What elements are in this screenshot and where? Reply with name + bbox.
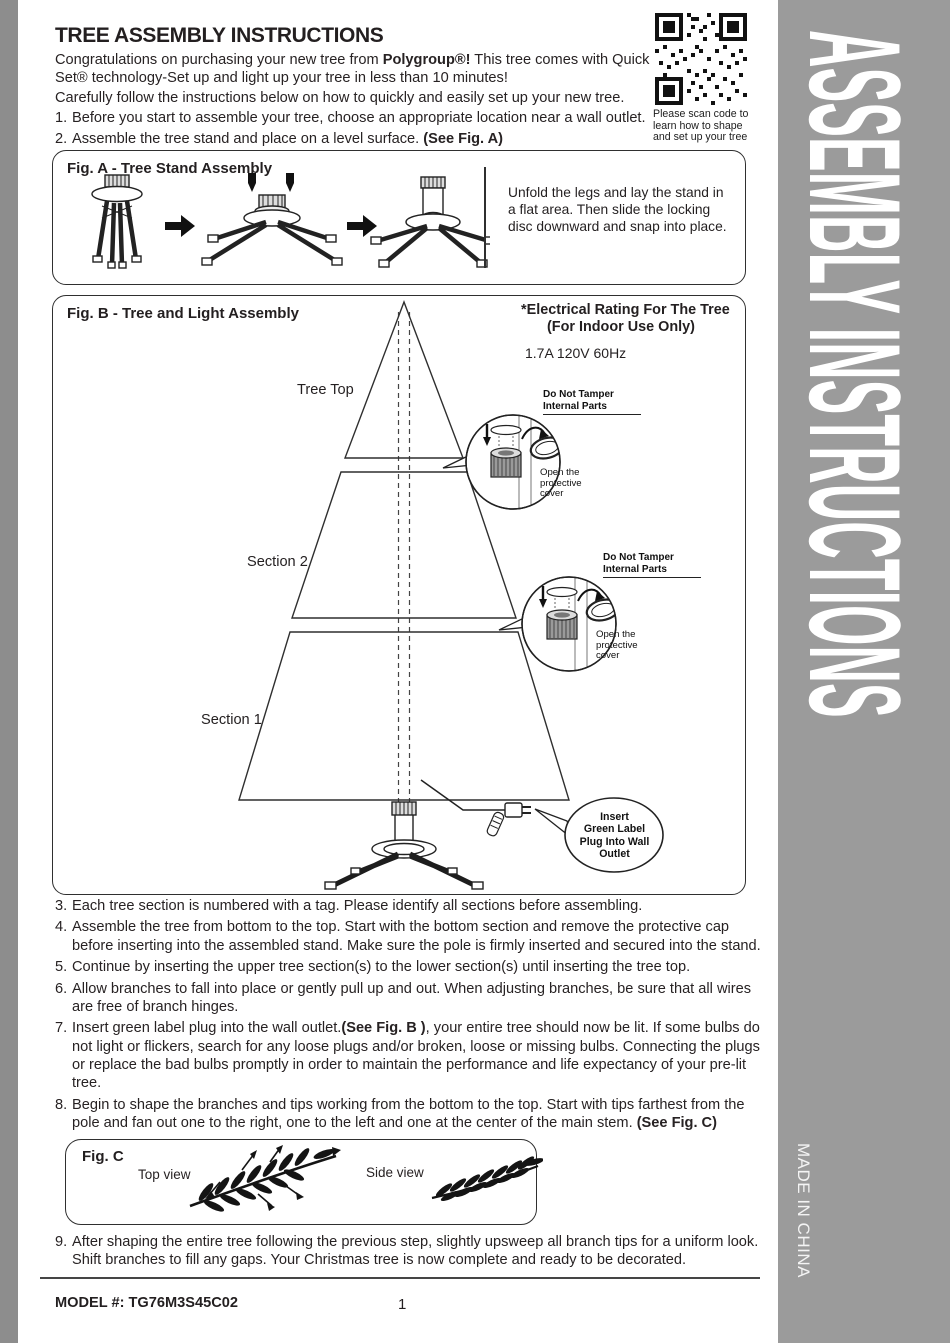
plug-callout-line: Green Label	[583, 823, 646, 836]
section-1-label: Section 1	[201, 712, 262, 728]
step-number: 2.	[55, 131, 68, 148]
tamper-line1: Do Not Tamper	[603, 552, 674, 563]
step-text: Continue by inserting the upper tree sec…	[72, 959, 691, 976]
step-text: Begin to shape the branches and tips wor…	[72, 1096, 745, 1132]
tree-and-light-assembly-diagram	[238, 300, 664, 890]
step-number: 8.	[55, 1096, 68, 1113]
plug-callout-label: Insert Green Label Plug Into Wall Outlet	[568, 811, 661, 860]
step-item-6: 6.Allow branches to fall into place or g…	[55, 980, 763, 1017]
branch-top-view-illustration	[189, 1144, 341, 1212]
step-text: Allow branches to fall into place or gen…	[72, 980, 752, 1015]
step-text: Insert green label plug into the wall ou…	[72, 1020, 760, 1092]
step-number: 4.	[55, 919, 68, 936]
step-item-3: 3.Each tree section is numbered with a t…	[55, 897, 763, 915]
fig-a-box: Fig. A - Tree Stand Assembly	[52, 150, 746, 285]
step-number: 6.	[55, 980, 68, 997]
tamper-line2: Internal Parts	[603, 563, 667, 575]
fig-a-description: Unfold the legs and lay the stand in a f…	[508, 185, 727, 235]
steps-list-top: 1.Before you start to assemble your tree…	[55, 109, 755, 152]
right-sidebar	[778, 0, 950, 1343]
step-text: Assemble the tree stand and place on a l…	[72, 131, 504, 148]
tamper-line1: Do Not Tamper	[543, 389, 614, 400]
step-text: Assemble the tree from bottom to the top…	[72, 919, 761, 954]
fig-b-title: Fig. B - Tree and Light Assembly	[67, 305, 299, 322]
do-not-tamper-label-1: Do Not Tamper Internal Parts	[543, 389, 641, 415]
qr-caption: Please scan code to learn how to shape a…	[653, 108, 749, 144]
tree-top-label: Tree Top	[297, 382, 354, 398]
steps-list-main: 3.Each tree section is numbered with a t…	[55, 897, 763, 1272]
step-text: Each tree section is numbered with a tag…	[72, 898, 643, 914]
step-text: Before you start to assemble your tree, …	[72, 110, 646, 126]
fig-c-title: Fig. C	[82, 1147, 124, 1165]
branch-side-view-illustration	[431, 1155, 543, 1201]
plug-callout-line: Plug Into Wall	[579, 835, 650, 848]
plug-callout-line: Insert	[600, 811, 629, 823]
section-2-label: Section 2	[247, 554, 308, 570]
do-not-tamper-label-2: Do Not Tamper Internal Parts	[603, 552, 701, 578]
page-title: TREE ASSEMBLY INSTRUCTIONS	[55, 24, 384, 47]
tamper-line2: Internal Parts	[543, 400, 607, 412]
step-number: 9.	[55, 1233, 68, 1250]
page-number: 1	[398, 1296, 407, 1313]
step-item-2: 2.Assemble the tree stand and place on a…	[55, 130, 755, 148]
side-view-label: Side view	[366, 1164, 424, 1180]
fig-c-box: Fig. C Top view	[65, 1138, 543, 1225]
electrical-rating-value: 1.7A 120V 60Hz	[525, 345, 627, 361]
tree-stand-assembly-illustration	[91, 173, 490, 269]
step-number: 5.	[55, 959, 68, 976]
step-item-4: 4.Assemble the tree from bottom to the t…	[55, 918, 763, 955]
intro-paragraph-2: Carefully follow the instructions below …	[55, 90, 625, 106]
step-item-1: 1.Before you start to assemble your tree…	[55, 109, 755, 127]
electrical-rating-heading: *Electrical Rating For The Tree	[521, 302, 730, 318]
sidebar-vertical-title: ASSEMBLY INSTRUCTIONS	[782, 30, 928, 718]
top-view-label: Top view	[138, 1166, 191, 1182]
electrical-rating-subheading: (For Indoor Use Only)	[547, 319, 695, 335]
model-number: MODEL #: TG76M3S45C02	[55, 1295, 239, 1311]
step-number: 7.	[55, 1020, 68, 1037]
fig-b-box: Fig. B - Tree and Light Assembly *Electr…	[52, 295, 746, 895]
open-cover-label-1: Open the protective cover	[540, 467, 582, 500]
step-item-8: 8.Begin to shape the branches and tips w…	[55, 1096, 763, 1133]
footer-rule	[40, 1277, 760, 1279]
step-item-9: 9.After shaping the entire tree followin…	[55, 1233, 763, 1270]
fig-a-divider	[484, 167, 486, 268]
plug-callout-line: Outlet	[599, 847, 630, 860]
step-item-7: 7.Insert green label plug into the wall …	[55, 1019, 763, 1093]
intro-paragraph-1: Congratulations on purchasing your new t…	[55, 52, 650, 87]
step-text: After shaping the entire tree following …	[72, 1233, 759, 1268]
fig-a-title: Fig. A - Tree Stand Assembly	[67, 160, 273, 177]
qr-code	[655, 13, 747, 105]
step-number: 3.	[55, 898, 68, 914]
step-number: 1.	[55, 110, 68, 126]
made-in-china-label: MADE IN CHINA	[794, 1143, 813, 1278]
open-cover-label-2: Open the protective cover	[596, 629, 638, 662]
step-item-5: 5.Continue by inserting the upper tree s…	[55, 958, 763, 976]
left-edge-strip	[0, 0, 18, 1343]
